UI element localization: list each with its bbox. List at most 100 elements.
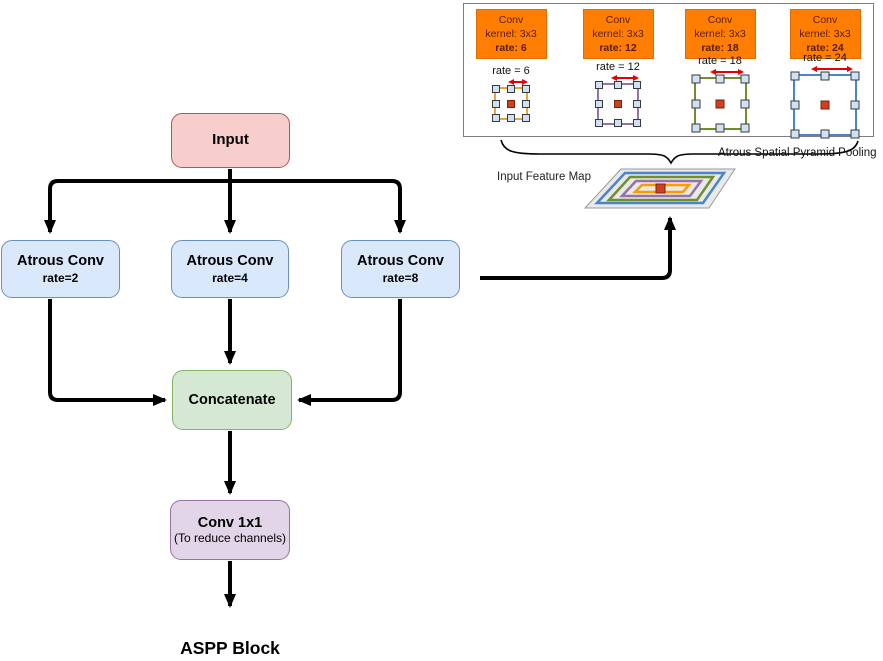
kernel-stack: rate = 24 [790, 52, 860, 139]
kernel-cell [691, 74, 700, 84]
conv-spec-line1: Conv [605, 13, 631, 26]
kernel-cell [715, 74, 725, 84]
conv-spec-line2: kernel: 3x3 [485, 27, 537, 40]
kernel-stack: rate = 12 [594, 61, 641, 127]
kernel-cell [491, 99, 500, 108]
inset-column-rate24: Conv kernel: 3x3 rate: 24 rate = 24 [789, 4, 861, 139]
kernel-cell [850, 71, 860, 81]
kernel-rate-label: rate = 6 [492, 65, 530, 77]
node-title: Atrous Conv [357, 253, 444, 270]
node-title: Atrous Conv [186, 253, 274, 270]
node-subtitle: (To reduce channels) [173, 531, 287, 546]
kernel-center-cell [715, 99, 725, 108]
kernel-cell [506, 85, 515, 93]
feature-map-plane [583, 168, 736, 209]
kernel-cell [850, 100, 860, 110]
conv-spec-line2: kernel: 3x3 [799, 27, 851, 40]
kernel-cell [790, 129, 800, 139]
input-feature-map-label: Input Feature Map [497, 171, 591, 183]
kernel-cell [613, 81, 622, 89]
inset-column-rate18: Conv kernel: 3x3 rate: 18 rate = 18 [684, 4, 756, 133]
conv-spec-line3: rate: 6 [495, 42, 527, 55]
node-title: Conv 1x1 [197, 515, 263, 532]
arrow-conv8-to-concat [297, 299, 402, 406]
kernel-cell [491, 114, 500, 122]
conv-spec-line1: Conv [812, 13, 838, 26]
node-conv1x1: Conv 1x1 (To reduce channels) [170, 500, 290, 560]
kernel-cell [740, 74, 749, 84]
arrow-conv8-to-feature-map [480, 216, 676, 280]
feature-map [583, 168, 736, 209]
kernel-cell [521, 99, 530, 108]
kernel-center-cell [820, 100, 830, 110]
arrow-input-to-conv2 [44, 179, 230, 234]
kernel-center-cell [506, 99, 515, 108]
kernel-cell [740, 123, 749, 133]
arrow-conv2-to-concat [48, 299, 167, 406]
kernel-center-cell [613, 100, 622, 108]
kernel-cell [632, 100, 641, 108]
kernel-cell [715, 123, 725, 133]
kernel-stack: rate = 6 [491, 65, 530, 122]
dilation-arrow-icon [710, 69, 744, 75]
kernel-cell [521, 85, 530, 93]
kernel-stack: rate = 18 [691, 55, 749, 133]
conv-spec-box: Conv kernel: 3x3 rate: 18 [684, 9, 756, 59]
node-concatenate-label: Concatenate [188, 391, 276, 408]
aspp-brace-label: Atrous Spatial Pyramid Pooling [718, 147, 877, 159]
node-atrous-conv-rate2: Atrous Conv rate=2 [1, 240, 120, 298]
kernel-cell [691, 99, 700, 108]
kernel-cell [491, 85, 500, 93]
kernel-grid [790, 71, 860, 139]
conv-spec-line3: rate: 12 [599, 42, 637, 55]
node-subtitle: rate=2 [42, 270, 79, 285]
kernel-cell [506, 114, 515, 122]
feature-map-ring-blue [594, 171, 727, 205]
kernel-grid [691, 74, 749, 133]
kernel-cell [594, 81, 603, 89]
kernel-cell [594, 119, 603, 127]
node-subtitle: rate=8 [382, 270, 419, 285]
kernel-cell [790, 71, 800, 81]
conv-spec-box: Conv kernel: 3x3 rate: 12 [582, 9, 654, 59]
node-atrous-conv-rate8: Atrous Conv rate=8 [341, 240, 460, 298]
node-input-label: Input [212, 131, 249, 149]
kernel-cell [632, 81, 641, 89]
inset-column-rate12: Conv kernel: 3x3 rate: 12 rate = 12 [582, 4, 654, 127]
kernel-grid [491, 85, 530, 122]
kernel-cell [691, 123, 700, 133]
feature-map-ring-orange [631, 183, 692, 194]
dilation-arrow-icon [811, 66, 853, 72]
conv-spec-line2: kernel: 3x3 [592, 27, 644, 40]
kernel-grid [594, 81, 641, 127]
dilation-arrow-icon [610, 75, 639, 81]
diagram-caption: ASPP Block [180, 638, 280, 658]
node-subtitle: rate=4 [212, 270, 248, 285]
node-concatenate: Concatenate [172, 370, 292, 430]
kernel-cell [613, 119, 622, 127]
feature-map-center-pixel [655, 183, 666, 194]
feature-map-ring-green [606, 175, 716, 202]
conv-spec-line3: rate: 18 [701, 42, 739, 55]
kernel-cell [594, 100, 603, 108]
node-title: Atrous Conv [17, 253, 104, 270]
kernel-cell [820, 71, 830, 81]
conv-spec-box: Conv kernel: 3x3 rate: 6 [475, 9, 547, 59]
conv-spec-box: Conv kernel: 3x3 rate: 24 [789, 9, 861, 59]
kernel-cell [790, 100, 800, 110]
kernel-rate-label: rate = 24 [803, 52, 847, 64]
conv-spec-line1: Conv [707, 13, 733, 26]
dilation-arrow-icon [507, 79, 528, 85]
kernel-cell [740, 99, 749, 108]
aspp-inset-panel: Conv kernel: 3x3 rate: 6 rate = 6 Conv k… [463, 3, 874, 139]
kernel-rate-label: rate = 12 [596, 61, 640, 73]
conv-spec-line1: Conv [498, 13, 524, 26]
feature-map-ring-purple [619, 179, 704, 198]
kernel-cell [521, 114, 530, 122]
kernel-cell [820, 129, 830, 139]
kernel-cell [632, 119, 641, 127]
kernel-rate-label: rate = 18 [698, 55, 742, 67]
conv-spec-line2: kernel: 3x3 [694, 27, 746, 40]
kernel-cell [850, 129, 860, 139]
